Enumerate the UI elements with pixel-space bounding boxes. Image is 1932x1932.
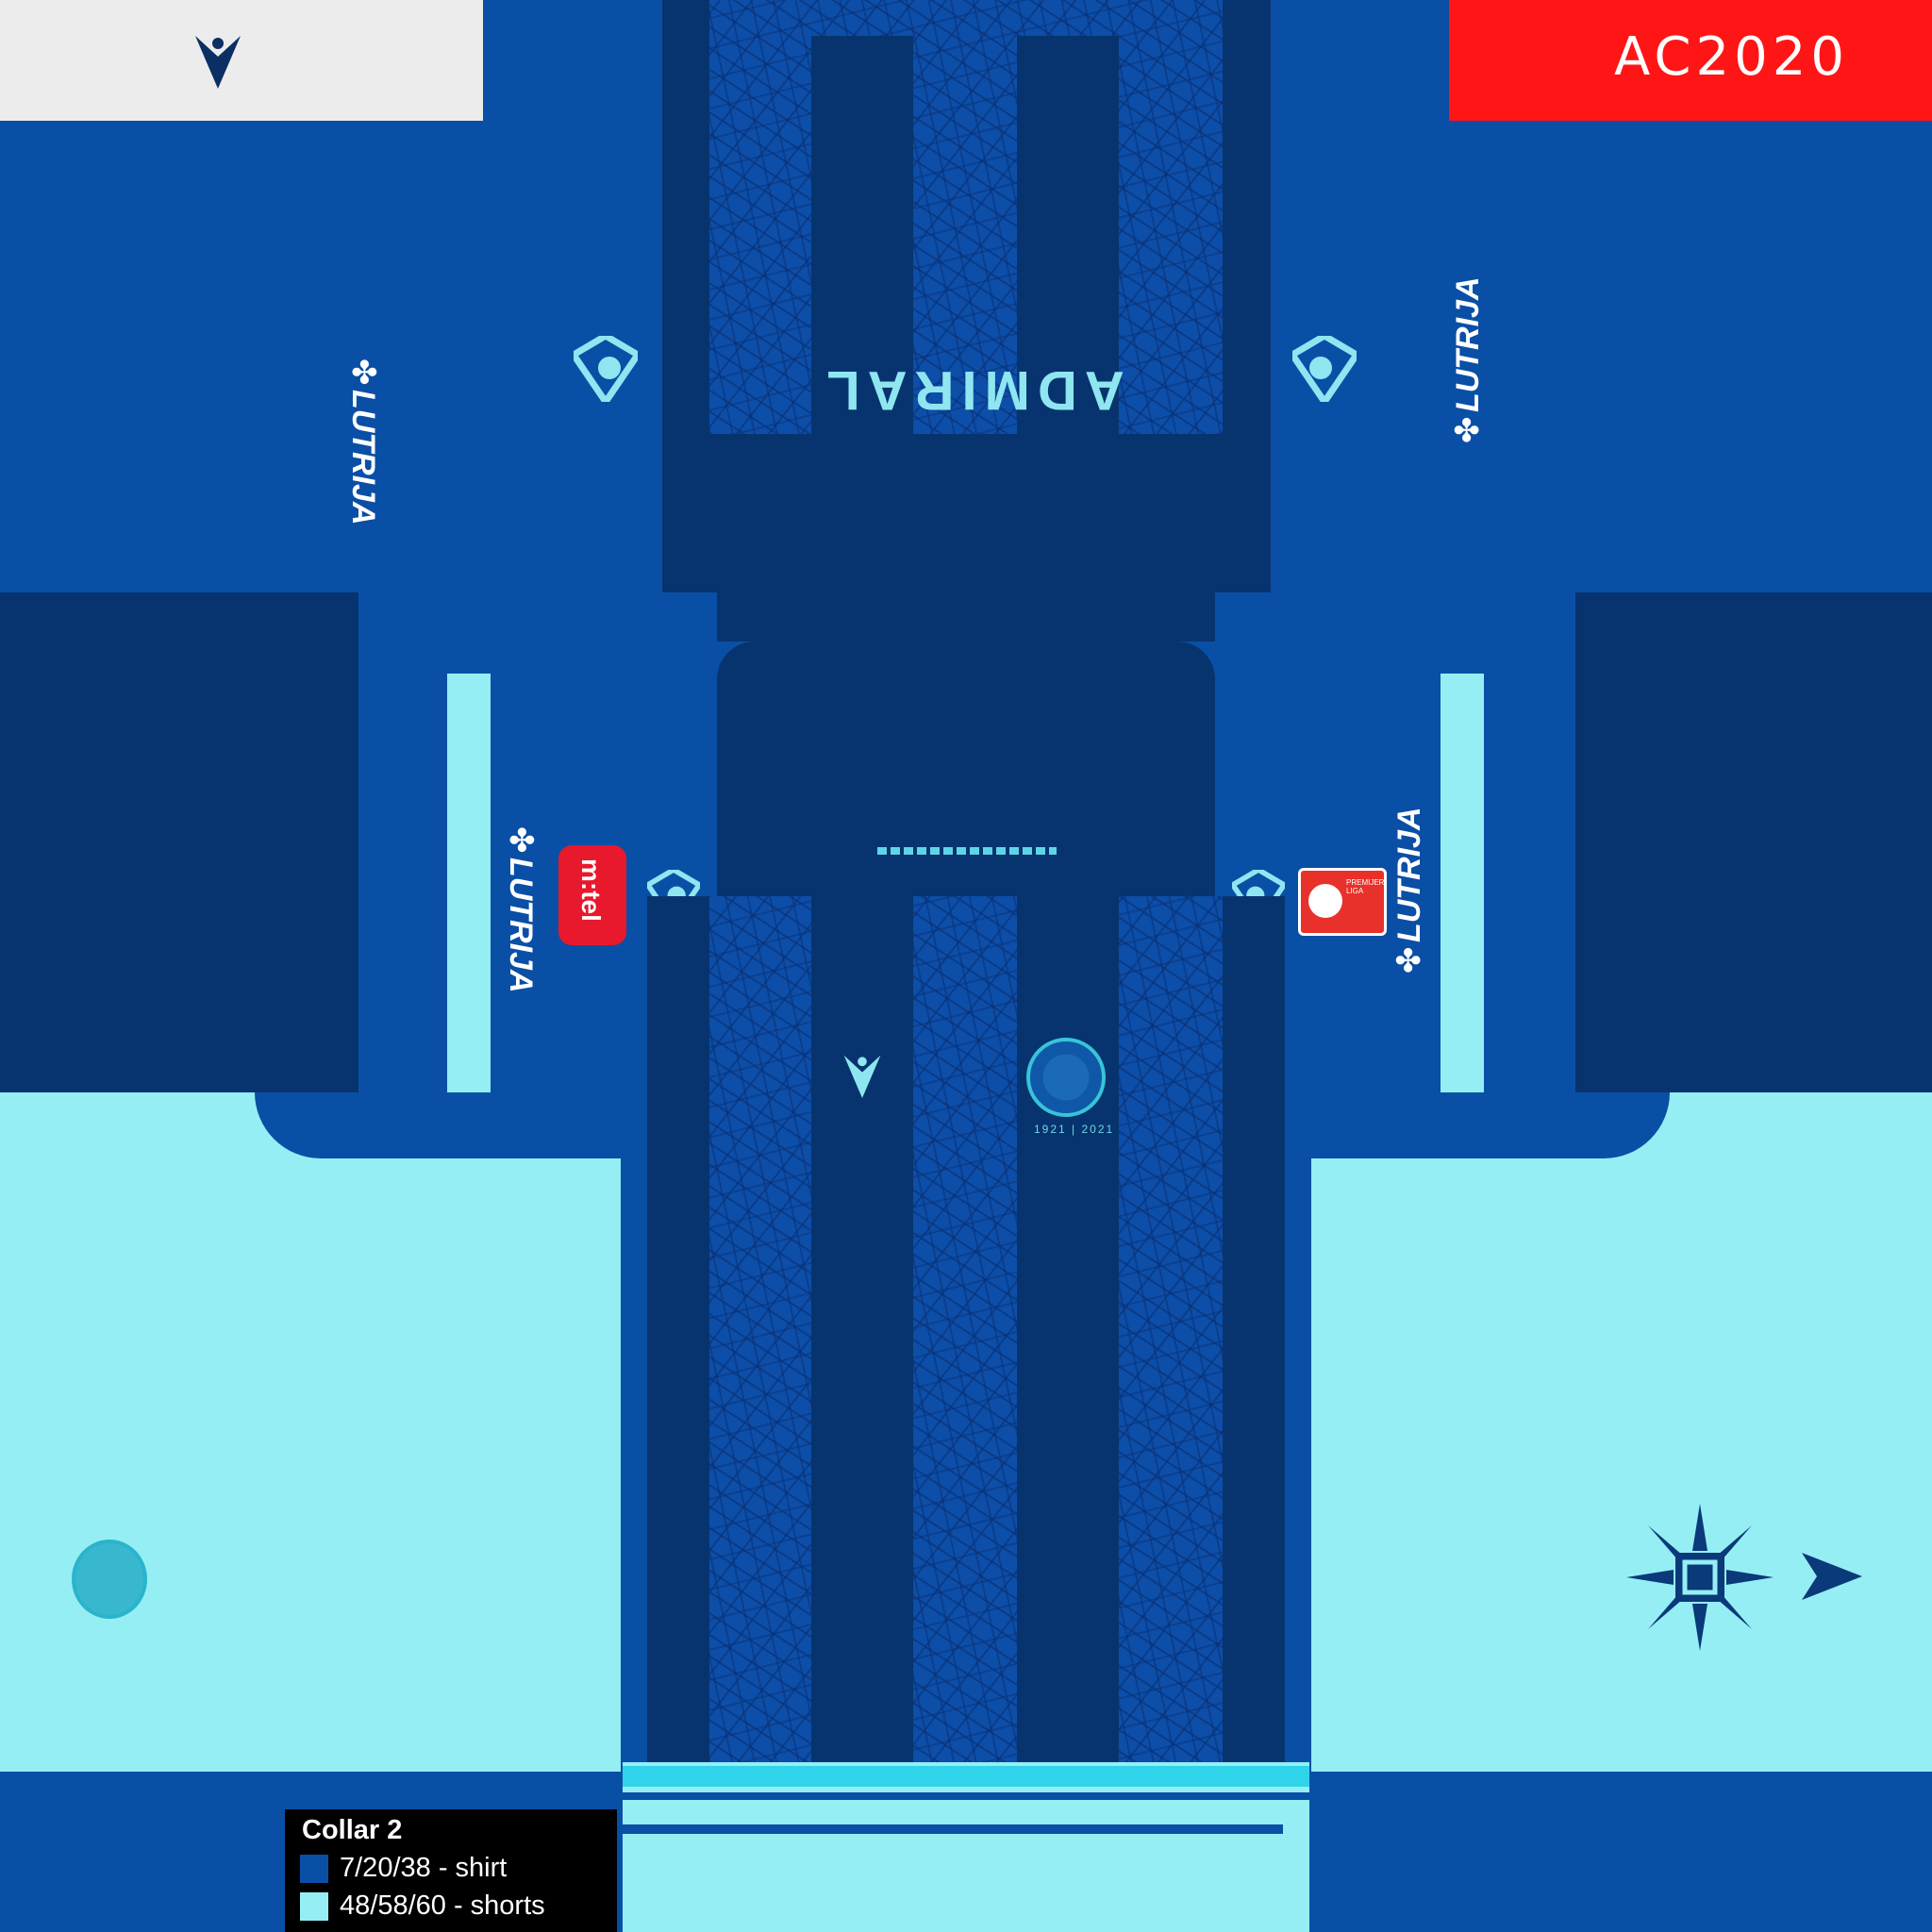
shorts-right [1311, 1092, 1932, 1772]
league-ball-icon [1308, 884, 1342, 918]
shorts-club-crest [72, 1540, 147, 1619]
lutrija-clover-icon: ✤ [1450, 416, 1486, 444]
lutrija-sponsor-sleeve: ✤ LUTRIJA [503, 826, 539, 993]
kit-author-text: AC2020 [1614, 26, 1849, 88]
lutrija-sponsor-sleeve: ✤ LUTRIJA [1391, 807, 1427, 974]
lutrija-sponsor-sleeve: ✤ LUTRIJA [345, 358, 381, 525]
legend-item-shorts: 48/58/60 - shorts [300, 1890, 545, 1922]
back-pattern-block [709, 0, 1223, 434]
shirt-front-neck [717, 641, 1215, 896]
shorts-left [0, 1092, 621, 1772]
sleeve-stripe-right [1441, 674, 1484, 1130]
sleeve-stripe-left [447, 674, 491, 1130]
league-patch: PREMIJER LIGA [1298, 868, 1387, 936]
shorts-right-hem [1309, 1858, 1932, 1932]
shorts-left-notch [255, 1092, 623, 1158]
macron-sleeve-icon [574, 336, 638, 402]
crest-years: 1921 | 2021 [1034, 1123, 1115, 1136]
front-stripe-left [811, 896, 913, 1764]
legend-label-shorts: 48/58/60 - shorts [340, 1890, 545, 1921]
macron-chest-icon [843, 1055, 881, 1099]
kit-author-badge: AC2020 [1449, 0, 1932, 121]
lutrija-clover-icon: ✤ [1391, 946, 1427, 974]
color-legend: Collar 2 7/20/38 - shirt 48/58/60 - shor… [285, 1809, 617, 1932]
lutrija-clover-icon: ✤ [503, 826, 539, 854]
macron-logo-icon [195, 36, 241, 89]
legend-swatch-shirt [300, 1854, 328, 1883]
front-stripe-right [1017, 896, 1119, 1764]
side-panel-right [1575, 592, 1932, 1092]
lutrija-clover-icon: ✤ [345, 358, 381, 386]
back-stripe-right [1017, 36, 1119, 434]
waistband [623, 1762, 1309, 1932]
waistband-stripe [623, 1792, 1309, 1800]
macron-shorts-icon [1802, 1553, 1862, 1600]
legend-label-shirt: 7/20/38 - shirt [340, 1853, 508, 1883]
front-pattern-block [709, 896, 1223, 1764]
mtel-patch: m:tel [558, 845, 626, 945]
top-left-brand-block [0, 0, 483, 121]
sleeve-right-upper [1271, 121, 1932, 592]
neck-tape [877, 847, 1057, 855]
club-crest [1026, 1038, 1106, 1117]
legend-swatch-shorts [300, 1891, 328, 1921]
lutrija-sponsor-sleeve: ✤ LUTRIJA [1450, 276, 1486, 444]
legend-title: Collar 2 [302, 1815, 403, 1845]
sun-emblem-icon [1626, 1504, 1774, 1651]
waistband-stripe [623, 1824, 1283, 1834]
back-stripe-left [811, 36, 913, 434]
macron-sleeve-icon [1292, 336, 1357, 402]
side-panel-left [0, 592, 358, 1092]
shorts-right-notch [1311, 1092, 1670, 1158]
main-sponsor-back: ADMIRAL [819, 359, 1124, 421]
waistband-stripe [623, 1766, 1309, 1787]
sleeve-left-upper [0, 121, 662, 592]
legend-item-shirt: 7/20/38 - shirt [300, 1853, 507, 1884]
